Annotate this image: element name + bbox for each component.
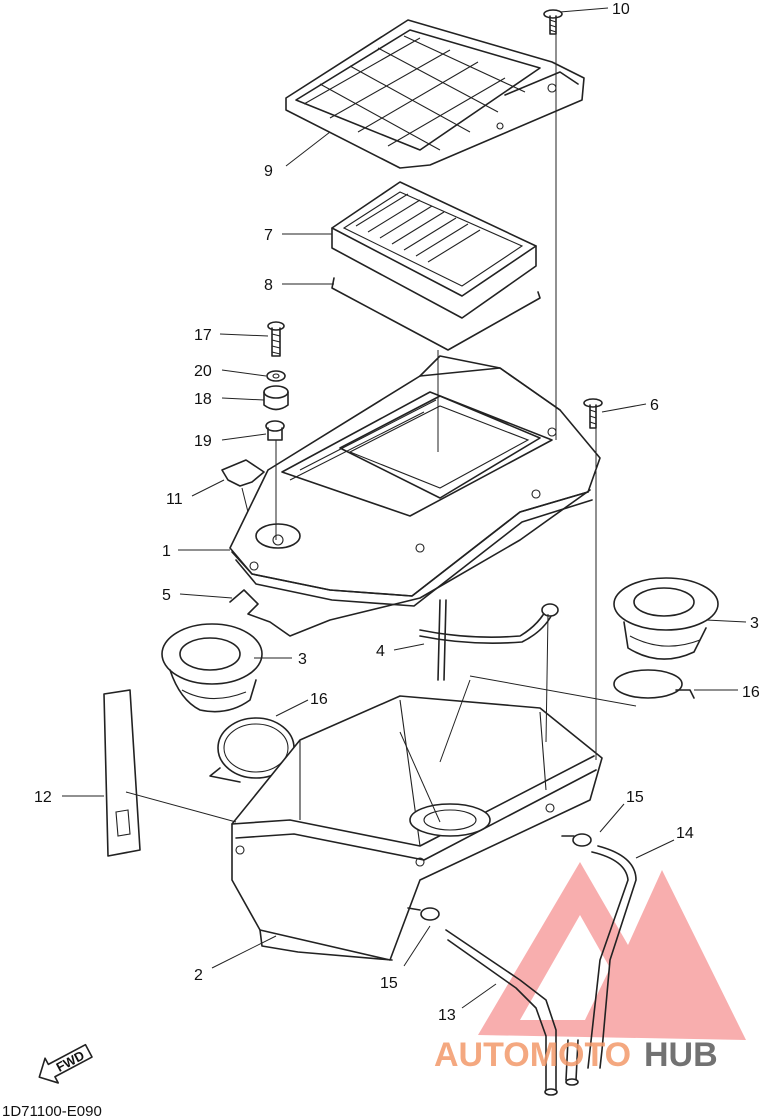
part-case-gasket xyxy=(229,489,591,637)
part-clamp-right xyxy=(613,669,695,699)
callout-16-right: 16 xyxy=(742,684,760,701)
part-plate-12 xyxy=(103,689,141,857)
assembly-guide-lines xyxy=(125,30,637,823)
callout-labels: 10 9 7 8 17 20 18 19 6 11 1 5 3 3 4 16 1… xyxy=(34,1,760,1024)
part-funnel-left xyxy=(161,623,263,713)
part-clip-15-lower xyxy=(407,907,440,921)
callout-12: 12 xyxy=(34,789,52,806)
callout-13: 13 xyxy=(438,1007,456,1024)
watermark-text-hub: HUB xyxy=(644,1036,718,1074)
callout-17: 17 xyxy=(194,327,212,344)
forward-arrow-icon xyxy=(38,1043,93,1084)
watermark-text-automoto: AUTOMOTO xyxy=(434,1036,631,1074)
part-filter-gasket xyxy=(331,277,541,351)
part-case-upper xyxy=(229,355,601,607)
callout-3-right: 3 xyxy=(750,615,759,632)
part-label-11 xyxy=(221,459,265,487)
part-case-lower xyxy=(231,695,603,961)
callout-3-left: 3 xyxy=(298,651,307,668)
watermark-text: AUTOMOTO HUB xyxy=(434,1036,718,1074)
part-air-filter xyxy=(331,181,537,319)
callout-11: 11 xyxy=(166,491,183,508)
callout-14: 14 xyxy=(676,825,694,842)
fwd-arrow: FWD xyxy=(38,1043,93,1084)
callout-9: 9 xyxy=(264,163,273,180)
callout-6: 6 xyxy=(650,397,659,414)
part-funnel-right xyxy=(613,577,719,660)
callout-16-left: 16 xyxy=(310,691,328,708)
part-breather-hose xyxy=(419,599,559,681)
part-collar-19 xyxy=(265,420,285,441)
callout-2: 2 xyxy=(194,967,203,984)
callout-leaders xyxy=(62,7,747,1009)
part-screw-top xyxy=(543,9,563,35)
part-drain-hose-14 xyxy=(587,845,637,1069)
diagram-code: 1D71100-E090 xyxy=(2,1103,102,1118)
part-clip-15-upper xyxy=(561,833,592,847)
callout-8: 8 xyxy=(264,277,273,294)
fwd-label: FWD xyxy=(54,1048,87,1075)
part-bolt-17 xyxy=(267,321,285,357)
part-washer-20 xyxy=(266,370,286,382)
callout-4: 4 xyxy=(376,643,385,660)
watermark-logo xyxy=(478,862,746,1040)
callout-15-lower: 15 xyxy=(380,975,398,992)
part-grommet-18 xyxy=(263,385,289,411)
part-drain-hose-13 xyxy=(445,929,579,1096)
callout-18: 18 xyxy=(194,391,212,408)
callout-15-upper: 15 xyxy=(626,789,644,806)
watermark-triangle-icon xyxy=(478,862,746,1040)
callout-19: 19 xyxy=(194,433,212,450)
part-screw-6 xyxy=(583,398,603,429)
callout-7: 7 xyxy=(264,227,273,244)
callout-10: 10 xyxy=(612,1,630,18)
callout-20: 20 xyxy=(194,363,212,380)
part-cover xyxy=(285,19,585,169)
callout-1: 1 xyxy=(162,543,171,560)
callout-5: 5 xyxy=(162,587,171,604)
